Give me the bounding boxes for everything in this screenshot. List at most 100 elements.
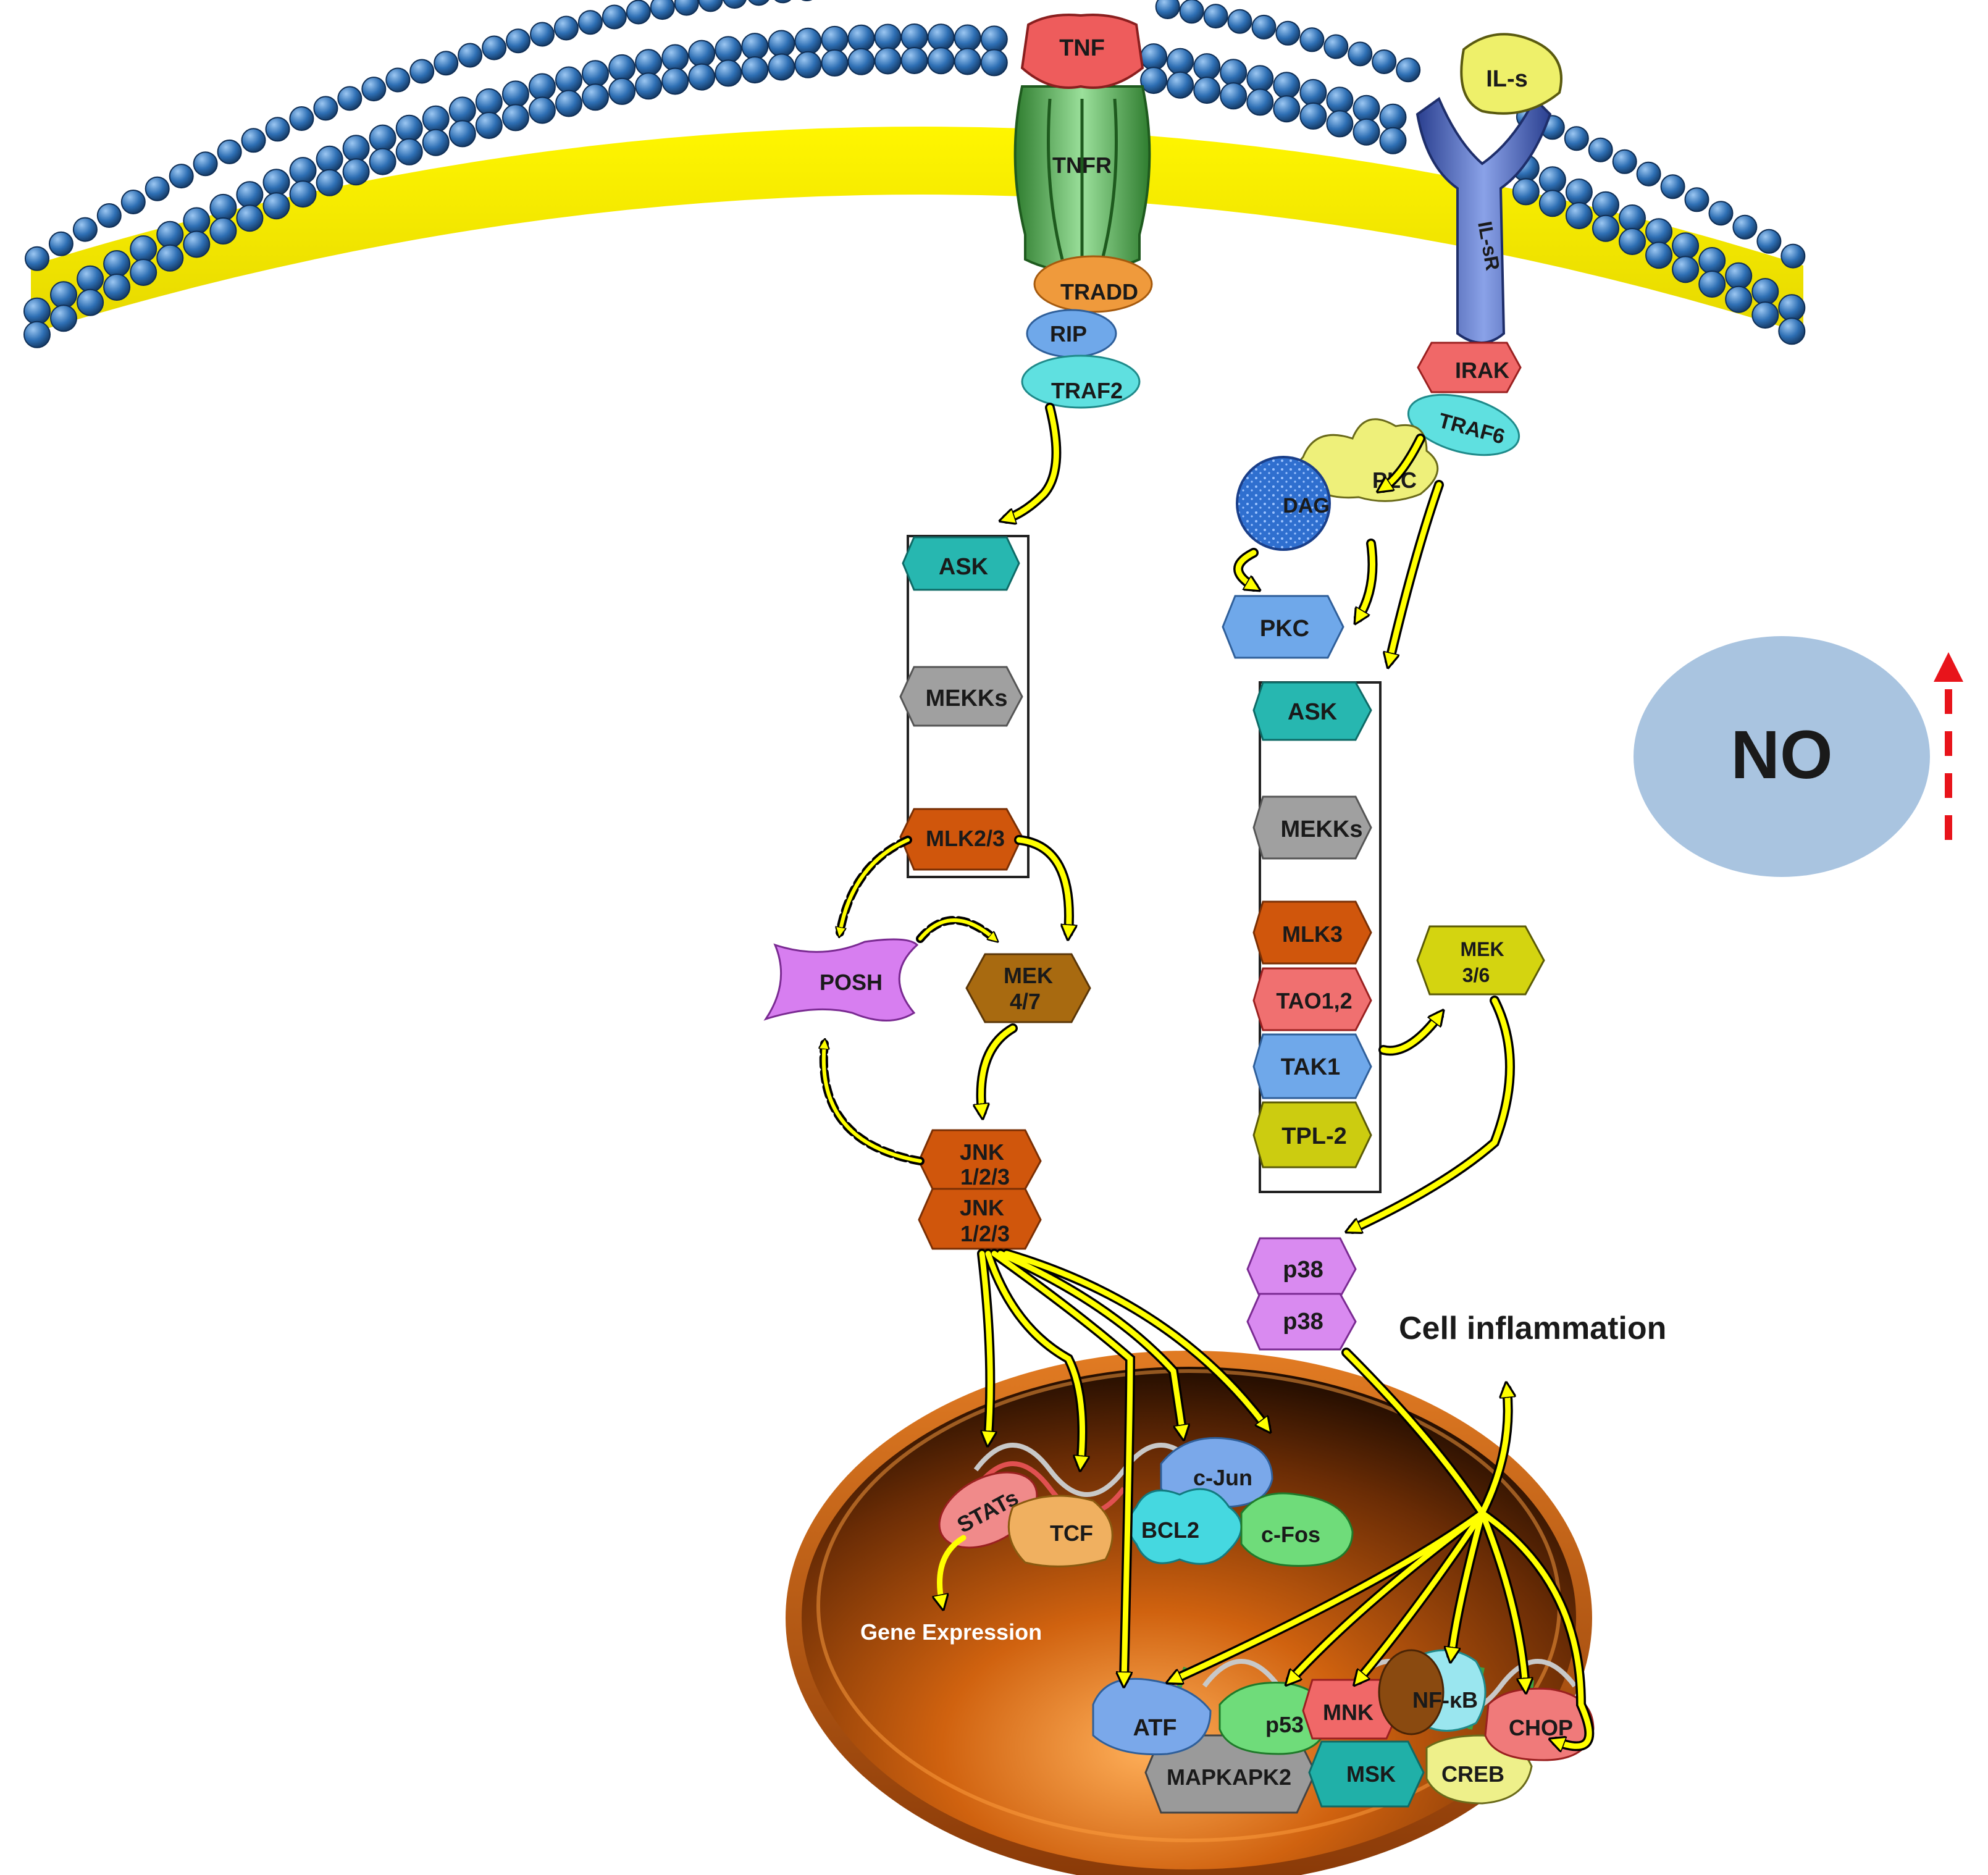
phospholipid-head xyxy=(236,204,264,232)
phospholipid-head xyxy=(1619,228,1646,255)
phospholipid-head xyxy=(1660,174,1685,199)
phospholipid-head xyxy=(1323,34,1349,59)
phospholipid-head xyxy=(1167,71,1194,99)
phospholipid-head xyxy=(1220,59,1248,86)
phospholipid-head xyxy=(530,22,555,47)
phospholipid-head xyxy=(626,0,651,25)
membrane-heads-inner xyxy=(23,23,1806,348)
phospholipid-head xyxy=(23,297,51,325)
arrow-p38-to-mnk xyxy=(1359,1510,1485,1680)
membrane-heads-outer xyxy=(25,0,1806,271)
tpl2-node xyxy=(1252,1101,1372,1168)
phospholipid-head xyxy=(1227,9,1252,34)
cfos-label: c-Fos xyxy=(1261,1522,1320,1547)
phospholipid-head xyxy=(448,120,476,148)
phospholipid-head xyxy=(1193,53,1221,81)
phospholipid-head xyxy=(506,28,531,54)
tpl2-label: TPL-2 xyxy=(1281,1123,1347,1149)
phospholipid-head xyxy=(103,250,131,277)
phospholipid-head xyxy=(900,23,928,51)
irak-node xyxy=(1417,342,1522,393)
phospholipid-head xyxy=(1725,285,1753,313)
phospholipid-head xyxy=(183,230,211,258)
phospholipid-head xyxy=(1179,0,1204,24)
phospholipid-head xyxy=(342,158,370,186)
creb-label: CREB xyxy=(1441,1761,1504,1787)
mek36-label-line1: MEK xyxy=(1460,938,1504,960)
arrow-jnk-to-stats xyxy=(979,1251,990,1439)
phospholipid-head xyxy=(209,193,237,221)
phospholipid-head xyxy=(96,203,122,228)
tnf-label: TNF xyxy=(1059,35,1105,61)
left-ask-node xyxy=(902,536,1020,591)
phospholipid-head xyxy=(434,51,459,76)
phospholipid-head xyxy=(1732,214,1758,240)
tradd-node xyxy=(1033,255,1153,313)
arrow-to-cell-inflammation xyxy=(1479,1390,1508,1516)
phospholipid-head xyxy=(289,180,317,208)
phospholipid-head xyxy=(577,10,603,35)
phospholipid-head xyxy=(1778,294,1806,322)
mek47-label-line2: 4/7 xyxy=(1010,989,1041,1014)
phospholipid-head xyxy=(1751,278,1779,306)
gene-expression-label: Gene Expression xyxy=(860,1619,1042,1645)
cell-membrane xyxy=(23,0,1806,348)
phospholipid-head xyxy=(1155,0,1180,19)
arrow-mek36-to-p38 xyxy=(1353,997,1513,1229)
dag-label: DAG xyxy=(1283,494,1330,518)
phospholipid-head xyxy=(900,47,928,74)
phospholipid-head xyxy=(1299,78,1327,106)
phospholipid-head xyxy=(369,124,396,152)
phospholipid-head xyxy=(193,151,218,177)
irak-label: IRAK xyxy=(1455,358,1509,383)
phospholipid-head xyxy=(77,265,104,293)
phospholipid-head xyxy=(553,15,579,41)
no-label: NO xyxy=(1731,717,1833,793)
phospholipid-head xyxy=(1353,118,1380,146)
phospholipid-head xyxy=(1619,204,1646,232)
phospholipid-head xyxy=(661,67,689,95)
traf2-label: TRAF2 xyxy=(1051,378,1123,403)
phospholipid-head xyxy=(635,49,663,77)
arrow-jnk-to-cjun xyxy=(997,1251,1183,1433)
arrow-jnk-to-atf xyxy=(991,1251,1133,1680)
arrow-p38-to-p53 xyxy=(1291,1510,1485,1680)
phospholipid-head xyxy=(1275,20,1301,46)
p38-2-label: p38 xyxy=(1283,1309,1323,1335)
phospholipid-head xyxy=(1273,95,1301,123)
phospholipid-head xyxy=(698,0,723,12)
phospholipid-head xyxy=(1299,27,1325,52)
phospholipid-head xyxy=(1636,161,1661,187)
mek47-node xyxy=(965,953,1091,1023)
tradd-label: TRADD xyxy=(1060,279,1138,304)
chop-label: CHOP xyxy=(1509,1715,1573,1740)
phospholipid-head xyxy=(25,246,49,271)
il-s-ligand xyxy=(1460,33,1562,115)
phospholipid-head xyxy=(482,35,507,61)
phospholipid-head xyxy=(1299,102,1327,130)
phospholipid-head xyxy=(1672,256,1700,283)
phospholipid-head xyxy=(1273,72,1301,99)
phospholipid-head xyxy=(217,139,242,164)
ilsr-receptor-shape xyxy=(1416,96,1552,344)
phospholipid-head xyxy=(316,169,343,196)
phospholipid-head xyxy=(874,47,902,75)
arrow-jnk-to-cfos xyxy=(1004,1251,1266,1427)
phospholipid-head xyxy=(980,49,1008,77)
posh-node xyxy=(763,938,919,1021)
phospholipid-head xyxy=(1220,82,1248,110)
phospholipid-head xyxy=(528,73,556,101)
traf2-node xyxy=(1021,354,1141,409)
phospholipid-head xyxy=(1326,86,1354,114)
jnk1-label-line2: 1/2/3 xyxy=(960,1164,1010,1189)
mlk23-node xyxy=(899,808,1023,871)
phospholipid-head xyxy=(602,4,627,30)
phospholipid-head xyxy=(1251,14,1277,40)
mlk3-node xyxy=(1252,900,1372,965)
phospholipid-head xyxy=(768,30,795,57)
phospholipid-head xyxy=(1203,4,1228,29)
phospholipid-head xyxy=(954,48,981,75)
no-circle xyxy=(1634,636,1930,877)
phospholipid-head xyxy=(1193,77,1221,104)
